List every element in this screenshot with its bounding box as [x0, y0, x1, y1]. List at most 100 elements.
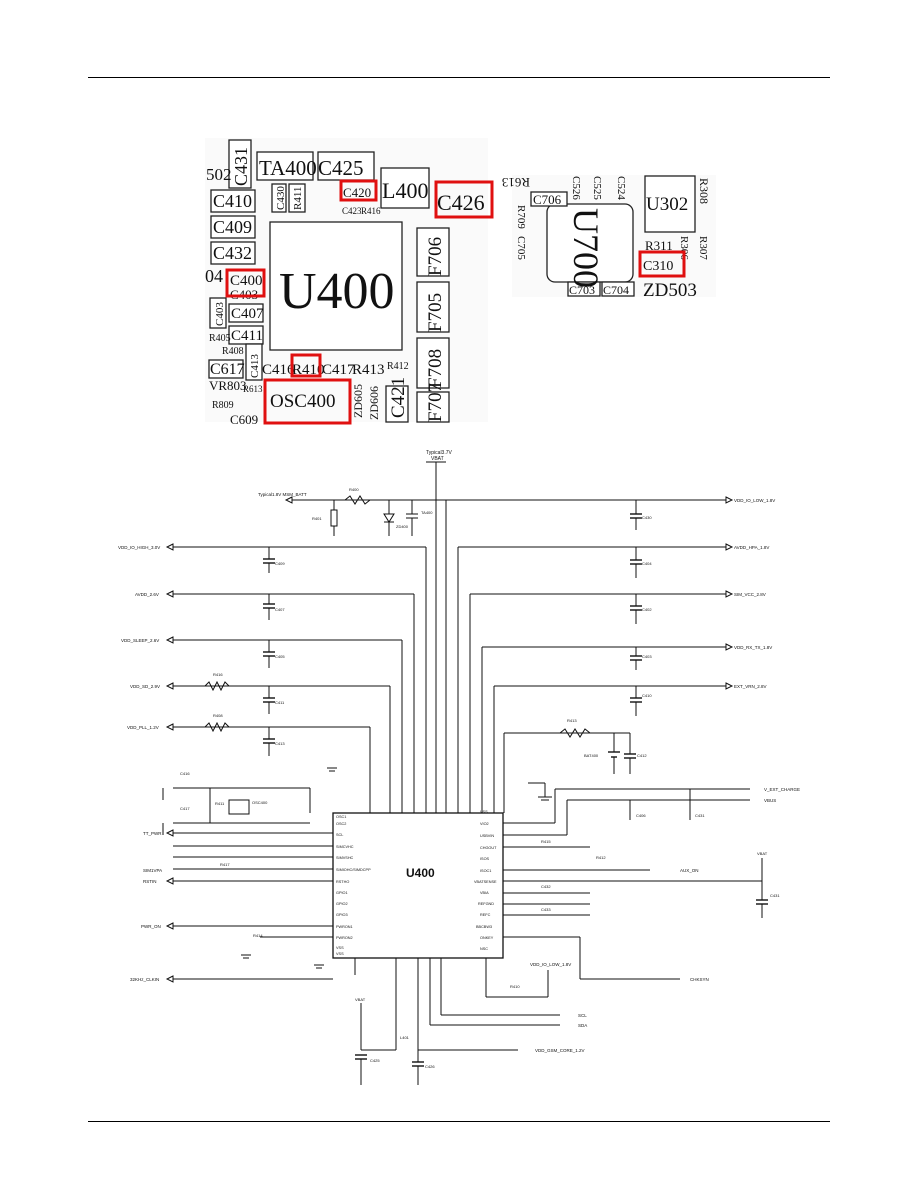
pcb-label: C617	[210, 361, 245, 378]
comp-c421	[385, 385, 409, 423]
chip-u400-body	[332, 812, 504, 959]
comp-label: C404	[642, 561, 652, 566]
pcb-label: C310	[643, 259, 673, 274]
pin-label: GPIO3	[336, 913, 348, 917]
pcb-label: C430	[275, 186, 287, 210]
comp-label: C416	[180, 771, 190, 776]
pin-label: ISOC1	[480, 869, 491, 873]
cap-c404	[630, 547, 642, 578]
pcb-label: C526	[570, 176, 582, 200]
pin-label: SCL	[336, 833, 343, 837]
pcb-label: R613	[502, 175, 530, 190]
pcb-label: R405	[209, 333, 231, 344]
pcb-label: C431	[231, 147, 251, 186]
ground-symbols	[162, 767, 552, 969]
comp-label: VBAT	[757, 851, 768, 856]
pcb-label: C416	[262, 362, 295, 378]
comp-label: R411	[215, 801, 225, 806]
pin-label: PWRON2	[336, 936, 353, 940]
net-label: VDD_IO_LOW_1.8V	[530, 962, 571, 967]
pin-label: NSC	[480, 947, 488, 951]
comp-label: C431	[770, 893, 780, 898]
net-label: VDD_IO_LOW_1.8V	[734, 498, 775, 503]
comp-label: C409	[275, 561, 285, 566]
pin-label: REFC	[480, 913, 491, 917]
comp-label: C406	[636, 813, 646, 818]
cap-c405	[263, 640, 275, 668]
cap-c426	[412, 1050, 424, 1085]
net-label-msmbatt: Typical1.8V MSM_BATT	[258, 492, 307, 497]
bottom-rule	[88, 1121, 830, 1122]
highlight-c400	[225, 268, 266, 298]
comp-f708	[416, 337, 450, 389]
comp-label: C402	[642, 607, 652, 612]
battery-bat400	[608, 733, 620, 774]
pcb-label: C705	[515, 236, 527, 260]
pcb-layout-right: R613 C526 C525 C524 C706 U302 R308 R709 …	[502, 175, 716, 301]
pcb-chip-label: U400	[279, 263, 395, 320]
pcb-label: R311	[645, 238, 673, 253]
pin-label: SIMVSHC	[336, 856, 354, 860]
pcb-label: C609	[230, 412, 258, 427]
pcb-label: ZD503	[643, 280, 697, 301]
pin-label: USBVIN	[480, 834, 494, 838]
pcb-label: R413	[352, 362, 385, 378]
pin-label: VSS	[336, 952, 344, 956]
pin-label: GPIO1	[336, 891, 348, 895]
pcb-label: C411	[231, 328, 263, 344]
pcb-label: R410	[292, 362, 325, 378]
pin-label: VIO2	[480, 822, 489, 826]
cap-c425	[355, 1054, 367, 1085]
pcb-label: R709	[515, 205, 527, 229]
pin-label: PWRON1	[336, 925, 353, 929]
comp-label: C405	[275, 654, 285, 659]
comp-c407	[228, 303, 264, 323]
comp-label: VBAT	[355, 997, 366, 1002]
cap-c409	[263, 547, 275, 573]
net-label: SIM1VPA	[143, 868, 162, 873]
pcb-label: R308	[697, 178, 711, 204]
pcb-label: C524	[615, 176, 627, 200]
comp-c703	[567, 281, 601, 297]
comp-label: C412	[637, 753, 647, 758]
comp-label: L401	[400, 1035, 410, 1040]
pcb-label: R411	[292, 187, 304, 210]
pin-label: BBCBW3	[476, 925, 492, 929]
pcb-label: C421	[388, 377, 409, 418]
pin-label: VBATSENSE	[474, 880, 497, 884]
pin-label: VBIA	[480, 891, 489, 895]
comp-label: C430	[642, 515, 652, 520]
comp-label: C426	[425, 1064, 435, 1069]
pcb-label: C703	[569, 283, 595, 297]
pcb-layout-left: 502 C431 TA400 C425 C420 L400 C426 C410 …	[205, 138, 494, 427]
comp-label: C432	[541, 884, 551, 889]
cap-c431-right	[756, 899, 768, 918]
comp-r411	[288, 183, 306, 213]
cap-c403	[630, 647, 642, 670]
cap-c402	[630, 594, 642, 624]
pcb-label: R307	[697, 236, 709, 260]
pcb-label: C409	[213, 217, 252, 237]
comp-label: R410	[510, 984, 520, 989]
comp-c431	[228, 139, 252, 189]
net-label: TT_PWR	[143, 831, 162, 836]
cap-c410	[630, 686, 642, 716]
pcb-label: C432	[213, 243, 252, 263]
comp-f705	[416, 281, 450, 333]
pin-label: REFGND	[478, 902, 494, 906]
pcb-label: C525	[591, 176, 603, 200]
comp-label: C410	[642, 693, 652, 698]
net-label: EXT_VRN_2.8V	[734, 684, 767, 689]
pcb-label: C706	[533, 192, 562, 207]
pcb-label: C704	[603, 283, 629, 297]
cap-c430	[630, 500, 642, 530]
pcb-label: C426	[437, 190, 485, 215]
net-label: VDD_SLEEP_2.6V	[121, 638, 159, 643]
comp-label: C403	[642, 654, 652, 659]
pcb-label: C423	[342, 206, 362, 216]
pcb-label: VR803	[209, 378, 247, 393]
pcb-label: OSC400	[270, 391, 335, 412]
comp-label: C417	[180, 806, 190, 811]
comp-label: C411	[275, 700, 285, 705]
